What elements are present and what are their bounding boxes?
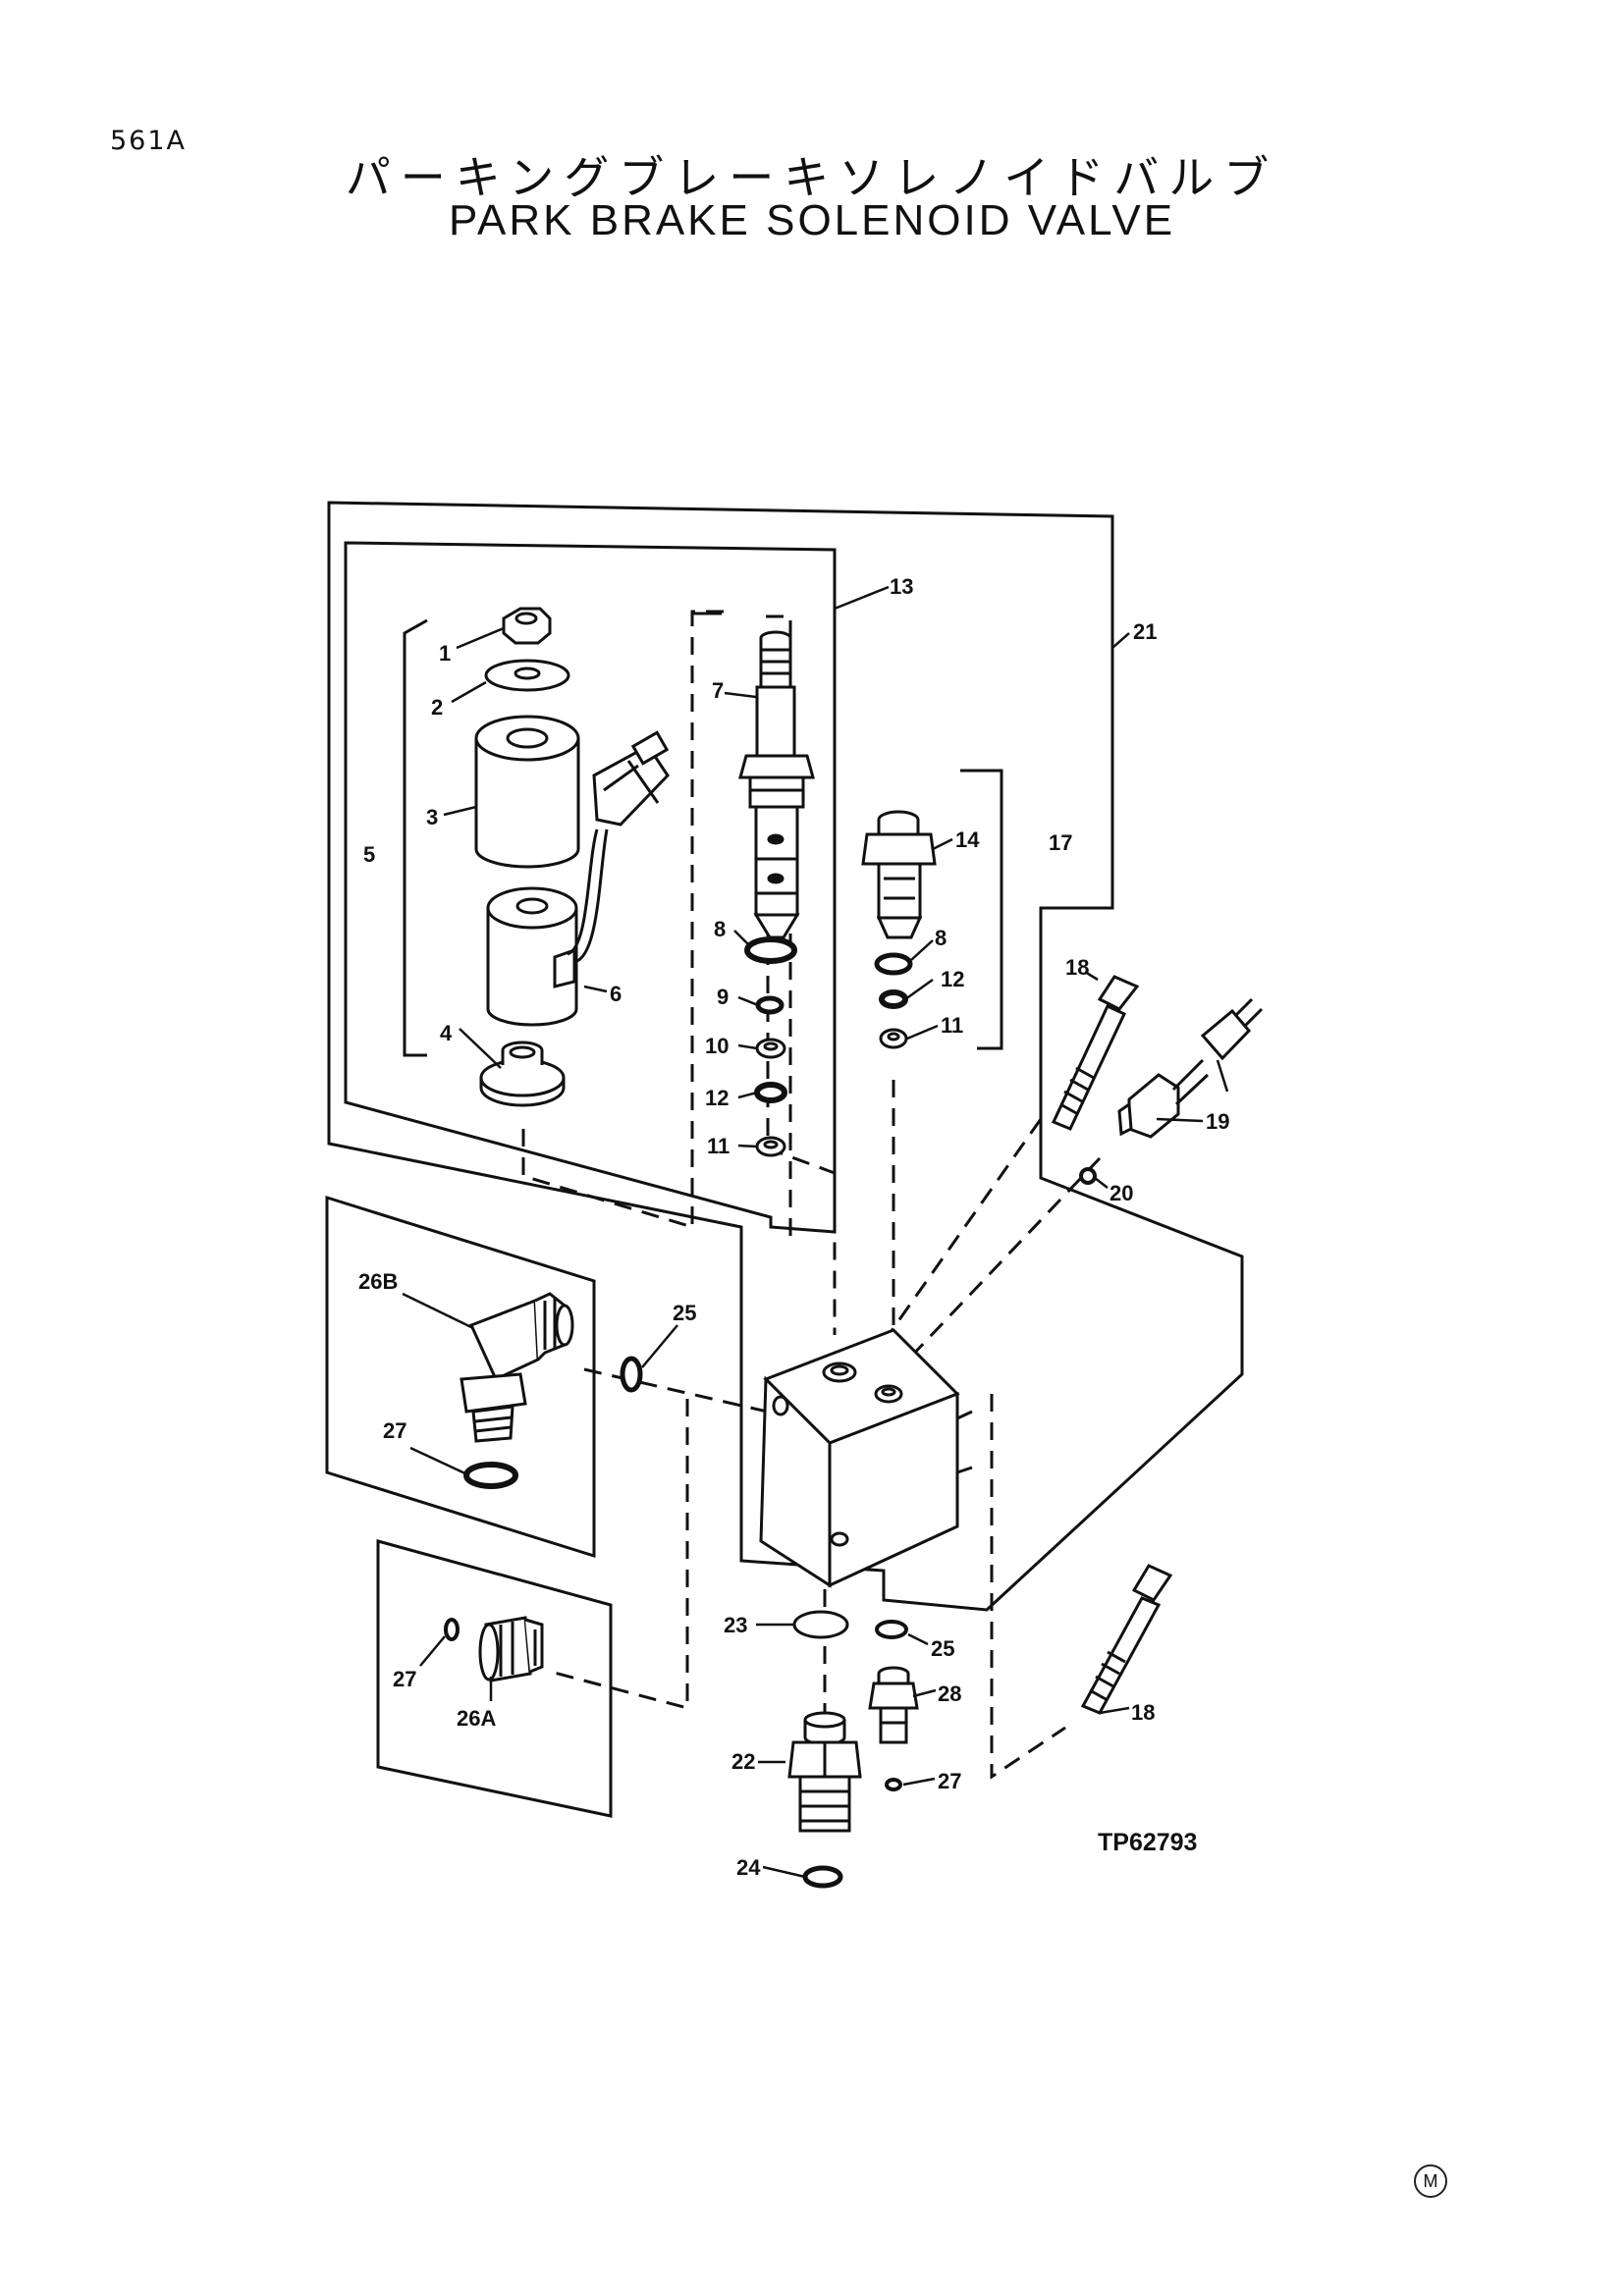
part-sensor-19 bbox=[1117, 997, 1264, 1139]
part-cartridge-14 bbox=[861, 810, 937, 939]
title-english: PARK BRAKE SOLENOID VALVE bbox=[448, 196, 1176, 244]
part-nut-1 bbox=[502, 607, 552, 645]
callout-27a: 27 bbox=[383, 1418, 406, 1443]
callout-17: 17 bbox=[1049, 830, 1072, 855]
callout-27c: 27 bbox=[938, 1769, 961, 1793]
callout-13: 13 bbox=[890, 574, 913, 599]
callout-9: 9 bbox=[717, 985, 729, 1009]
callout-19: 19 bbox=[1206, 1109, 1229, 1134]
part-o-ring-24 bbox=[802, 1865, 843, 1889]
callout-8a: 8 bbox=[714, 917, 726, 941]
part-ring-11a bbox=[755, 1136, 786, 1157]
callout-4: 4 bbox=[440, 1021, 453, 1045]
callout-5: 5 bbox=[363, 842, 375, 867]
part-ring-10 bbox=[755, 1038, 786, 1059]
part-o-ring-9 bbox=[755, 995, 785, 1015]
part-o-ring-25a bbox=[620, 1356, 643, 1393]
part-valve-stem-7 bbox=[738, 630, 815, 939]
callout-25a: 25 bbox=[673, 1301, 696, 1325]
callout-20: 20 bbox=[1110, 1181, 1133, 1205]
callout-1: 1 bbox=[439, 641, 451, 666]
assembly-lines bbox=[521, 610, 1102, 1780]
callout-28: 28 bbox=[938, 1682, 961, 1706]
callout-18a: 18 bbox=[1065, 955, 1089, 980]
callout-10: 10 bbox=[705, 1034, 729, 1058]
assembly-boundary-21 bbox=[327, 501, 1244, 1612]
callout-27b: 27 bbox=[393, 1667, 416, 1691]
part-o-ring-8a bbox=[744, 936, 797, 964]
page-code: 561A bbox=[110, 126, 188, 156]
part-o-ring-8b bbox=[874, 952, 913, 976]
callout-25b: 25 bbox=[931, 1636, 954, 1661]
title-japanese: パーキングブレーキソレノイドバルブ bbox=[345, 151, 1279, 204]
callout-8b: 8 bbox=[935, 926, 947, 950]
callout-21: 21 bbox=[1133, 619, 1157, 644]
m-mark-symbol: M bbox=[1414, 2164, 1447, 2198]
callout-3: 3 bbox=[426, 805, 438, 829]
callout-labels: 1 2 3 4 5 6 7 8 9 10 12 11 13 14 17 8 12… bbox=[358, 574, 1229, 1880]
part-bolt-18a bbox=[1051, 975, 1140, 1131]
part-washer-2 bbox=[484, 659, 570, 692]
part-fitting-28 bbox=[868, 1666, 919, 1744]
drawing-code: TP62793 bbox=[1098, 1829, 1198, 1856]
callout-11a: 11 bbox=[707, 1134, 730, 1158]
part-o-ring-12a bbox=[754, 1082, 787, 1103]
callout-12b: 12 bbox=[941, 967, 964, 991]
part-ring-11b bbox=[879, 1028, 908, 1049]
callout-7: 7 bbox=[712, 678, 724, 703]
callout-18b: 18 bbox=[1131, 1700, 1155, 1725]
part-o-ring-27a bbox=[463, 1462, 518, 1489]
leader-lines bbox=[402, 585, 1229, 1879]
part-adapter-22 bbox=[787, 1711, 862, 1833]
part-seal-20 bbox=[1079, 1167, 1097, 1185]
bracket-5 bbox=[403, 618, 428, 1057]
part-bolt-18b bbox=[1080, 1564, 1173, 1715]
part-elbow-fitting-26b bbox=[460, 1292, 574, 1443]
callout-24: 24 bbox=[736, 1855, 761, 1880]
callout-6: 6 bbox=[610, 982, 622, 1006]
fitting-kit-26a-boundary bbox=[376, 1539, 613, 1818]
callout-14: 14 bbox=[955, 828, 980, 852]
callout-2: 2 bbox=[431, 695, 443, 720]
fitting-kit-26b-boundary bbox=[325, 1195, 596, 1559]
part-coil-sleeve-3 bbox=[474, 715, 580, 869]
solenoid-group-boundary bbox=[344, 541, 837, 1234]
callout-26a: 26A bbox=[457, 1706, 496, 1731]
callout-11b: 11 bbox=[941, 1013, 963, 1038]
part-o-ring-27b bbox=[444, 1618, 460, 1641]
part-o-ring-27c bbox=[885, 1778, 902, 1791]
part-straight-fitting-26a bbox=[478, 1616, 544, 1682]
bracket-17 bbox=[960, 769, 1003, 1050]
callout-12a: 12 bbox=[705, 1086, 729, 1110]
callout-23: 23 bbox=[724, 1613, 747, 1637]
part-base-seat-4 bbox=[479, 1041, 566, 1107]
callout-26b: 26B bbox=[358, 1269, 398, 1294]
valve-block bbox=[759, 1328, 973, 1588]
callout-22: 22 bbox=[731, 1749, 755, 1774]
part-solenoid-coil-6 bbox=[486, 730, 670, 1027]
part-o-ring-12b bbox=[879, 989, 908, 1009]
part-o-ring-25b bbox=[875, 1620, 908, 1639]
part-gasket-23 bbox=[792, 1610, 849, 1639]
